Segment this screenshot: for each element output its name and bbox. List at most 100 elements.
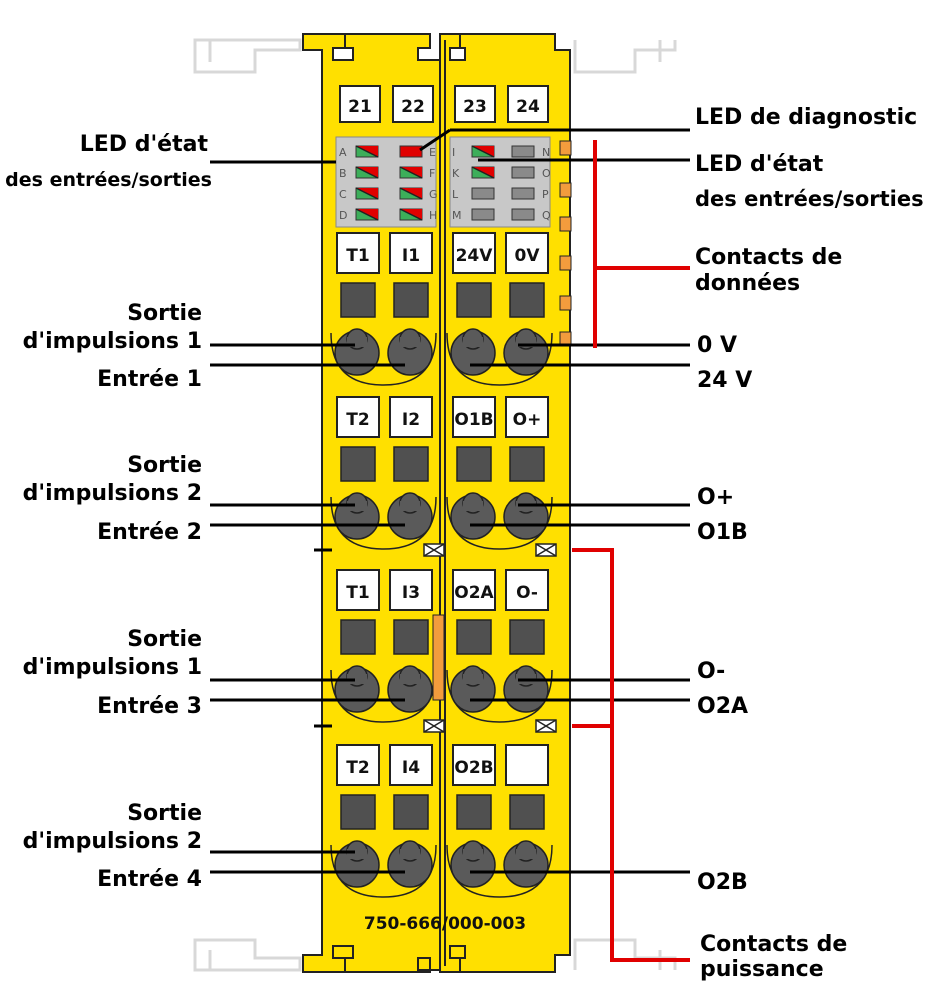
status-led — [471, 208, 495, 221]
terminal-label-box — [336, 744, 380, 786]
led-letter: Q — [542, 209, 551, 222]
label-pulse1-b-sub: d'impulsions 1 — [23, 655, 202, 680]
number-box — [454, 85, 496, 123]
status-led — [399, 208, 423, 221]
label-pulse2-a: Sortie — [127, 453, 202, 478]
bridge-icon — [423, 719, 445, 733]
label-o2b: O2B — [697, 870, 748, 895]
status-led — [471, 166, 495, 179]
label-0v: 0 V — [697, 333, 737, 358]
terminal-label: T1 — [346, 246, 369, 266]
data-contact — [559, 216, 572, 232]
part-number: 750-666/000-003 — [364, 914, 526, 934]
actuation-slot — [456, 619, 492, 655]
actuation-slot — [393, 619, 429, 655]
led-letter: E — [429, 146, 436, 159]
top-number: 23 — [463, 97, 487, 117]
status-led — [511, 187, 535, 200]
label-data-contacts-sub: données — [695, 271, 800, 296]
actuation-slot — [340, 446, 376, 482]
actuation-slot — [456, 446, 492, 482]
data-contact — [559, 295, 572, 311]
bridge-icon — [535, 719, 557, 733]
terminal-label-box — [452, 396, 496, 438]
top-number-row: 21 22 23 24 — [339, 85, 549, 123]
label-o-minus: O- — [697, 659, 725, 684]
led-letter: C — [339, 188, 347, 201]
top-number: 21 — [348, 97, 372, 117]
actuation-slot — [456, 794, 492, 830]
label-led-status-left-sub: des entrées/sorties — [5, 169, 212, 191]
status-led — [471, 187, 495, 200]
top-number: 24 — [516, 97, 540, 117]
left-labels: LED d'état des entrées/sorties Sortie d'… — [5, 132, 212, 892]
label-pulse2-a-sub: d'impulsions 2 — [23, 481, 202, 506]
led-letter: K — [452, 167, 460, 180]
terminal-label: O2A — [454, 583, 494, 603]
status-led — [355, 208, 379, 221]
bridge-icon — [423, 543, 445, 557]
data-contact — [559, 255, 572, 271]
terminal-label-box — [336, 569, 380, 611]
diagnostic-led — [399, 145, 423, 158]
led-letter: L — [452, 188, 459, 201]
label-led-status-left: LED d'état — [80, 132, 209, 157]
orange-marker — [432, 614, 445, 701]
status-led — [511, 166, 535, 179]
label-pulse1-b: Sortie — [127, 627, 202, 652]
label-pulse1-a-sub: d'impulsions 1 — [23, 329, 202, 354]
label-led-status-right-sub: des entrées/sorties — [695, 187, 924, 211]
terminal-label-box — [452, 232, 496, 274]
status-led — [511, 208, 535, 221]
label-o-plus: O+ — [697, 485, 734, 510]
label-input4: Entrée 4 — [97, 867, 202, 892]
status-led — [355, 145, 379, 158]
terminal-label: T1 — [346, 583, 369, 603]
terminal-label: I1 — [402, 246, 420, 266]
leader-lines — [210, 128, 690, 874]
terminal-label-box — [505, 569, 549, 611]
label-input1: Entrée 1 — [97, 367, 202, 392]
led-letter: F — [429, 167, 435, 180]
actuation-slot — [509, 794, 545, 830]
led-letter: G — [429, 188, 438, 201]
terminal-label: O2B — [454, 758, 493, 778]
label-pulse1-a: Sortie — [127, 301, 202, 326]
actuation-slot — [509, 446, 545, 482]
terminal-label-box — [452, 744, 496, 786]
number-box — [392, 85, 434, 123]
label-power-contacts-sub: puissance — [700, 957, 824, 982]
terminal-label-box — [389, 569, 433, 611]
actuation-slot — [393, 794, 429, 830]
label-o1b: O1B — [697, 520, 748, 545]
actuation-slot — [393, 446, 429, 482]
terminal-label: T2 — [346, 758, 369, 778]
terminal-label-box — [336, 396, 380, 438]
bridge-markers — [314, 543, 557, 733]
terminal-label-box — [505, 744, 549, 786]
terminal-label: 0V — [515, 246, 541, 266]
label-power-contacts: Contacts de — [700, 932, 847, 957]
terminal-label: O1B — [454, 410, 493, 430]
label-data-contacts: Contacts de — [695, 245, 842, 270]
red-brackets — [572, 140, 690, 962]
terminal-label: T2 — [346, 410, 369, 430]
terminal-label: O+ — [513, 410, 542, 430]
actuation-slot — [509, 282, 545, 318]
led-letter: H — [429, 209, 437, 222]
led-letter: O — [542, 167, 551, 180]
actuation-slot — [456, 282, 492, 318]
label-pulse2-b: Sortie — [127, 801, 202, 826]
status-led — [471, 145, 495, 158]
terminal-label-box — [505, 232, 549, 274]
actuation-slot — [393, 282, 429, 318]
clamp-group — [330, 840, 553, 898]
top-number: 22 — [401, 97, 425, 117]
terminal-label-box — [505, 396, 549, 438]
led-letter: D — [339, 209, 347, 222]
terminal-label-box — [336, 232, 380, 274]
actuation-slot — [340, 794, 376, 830]
status-led — [511, 145, 535, 158]
